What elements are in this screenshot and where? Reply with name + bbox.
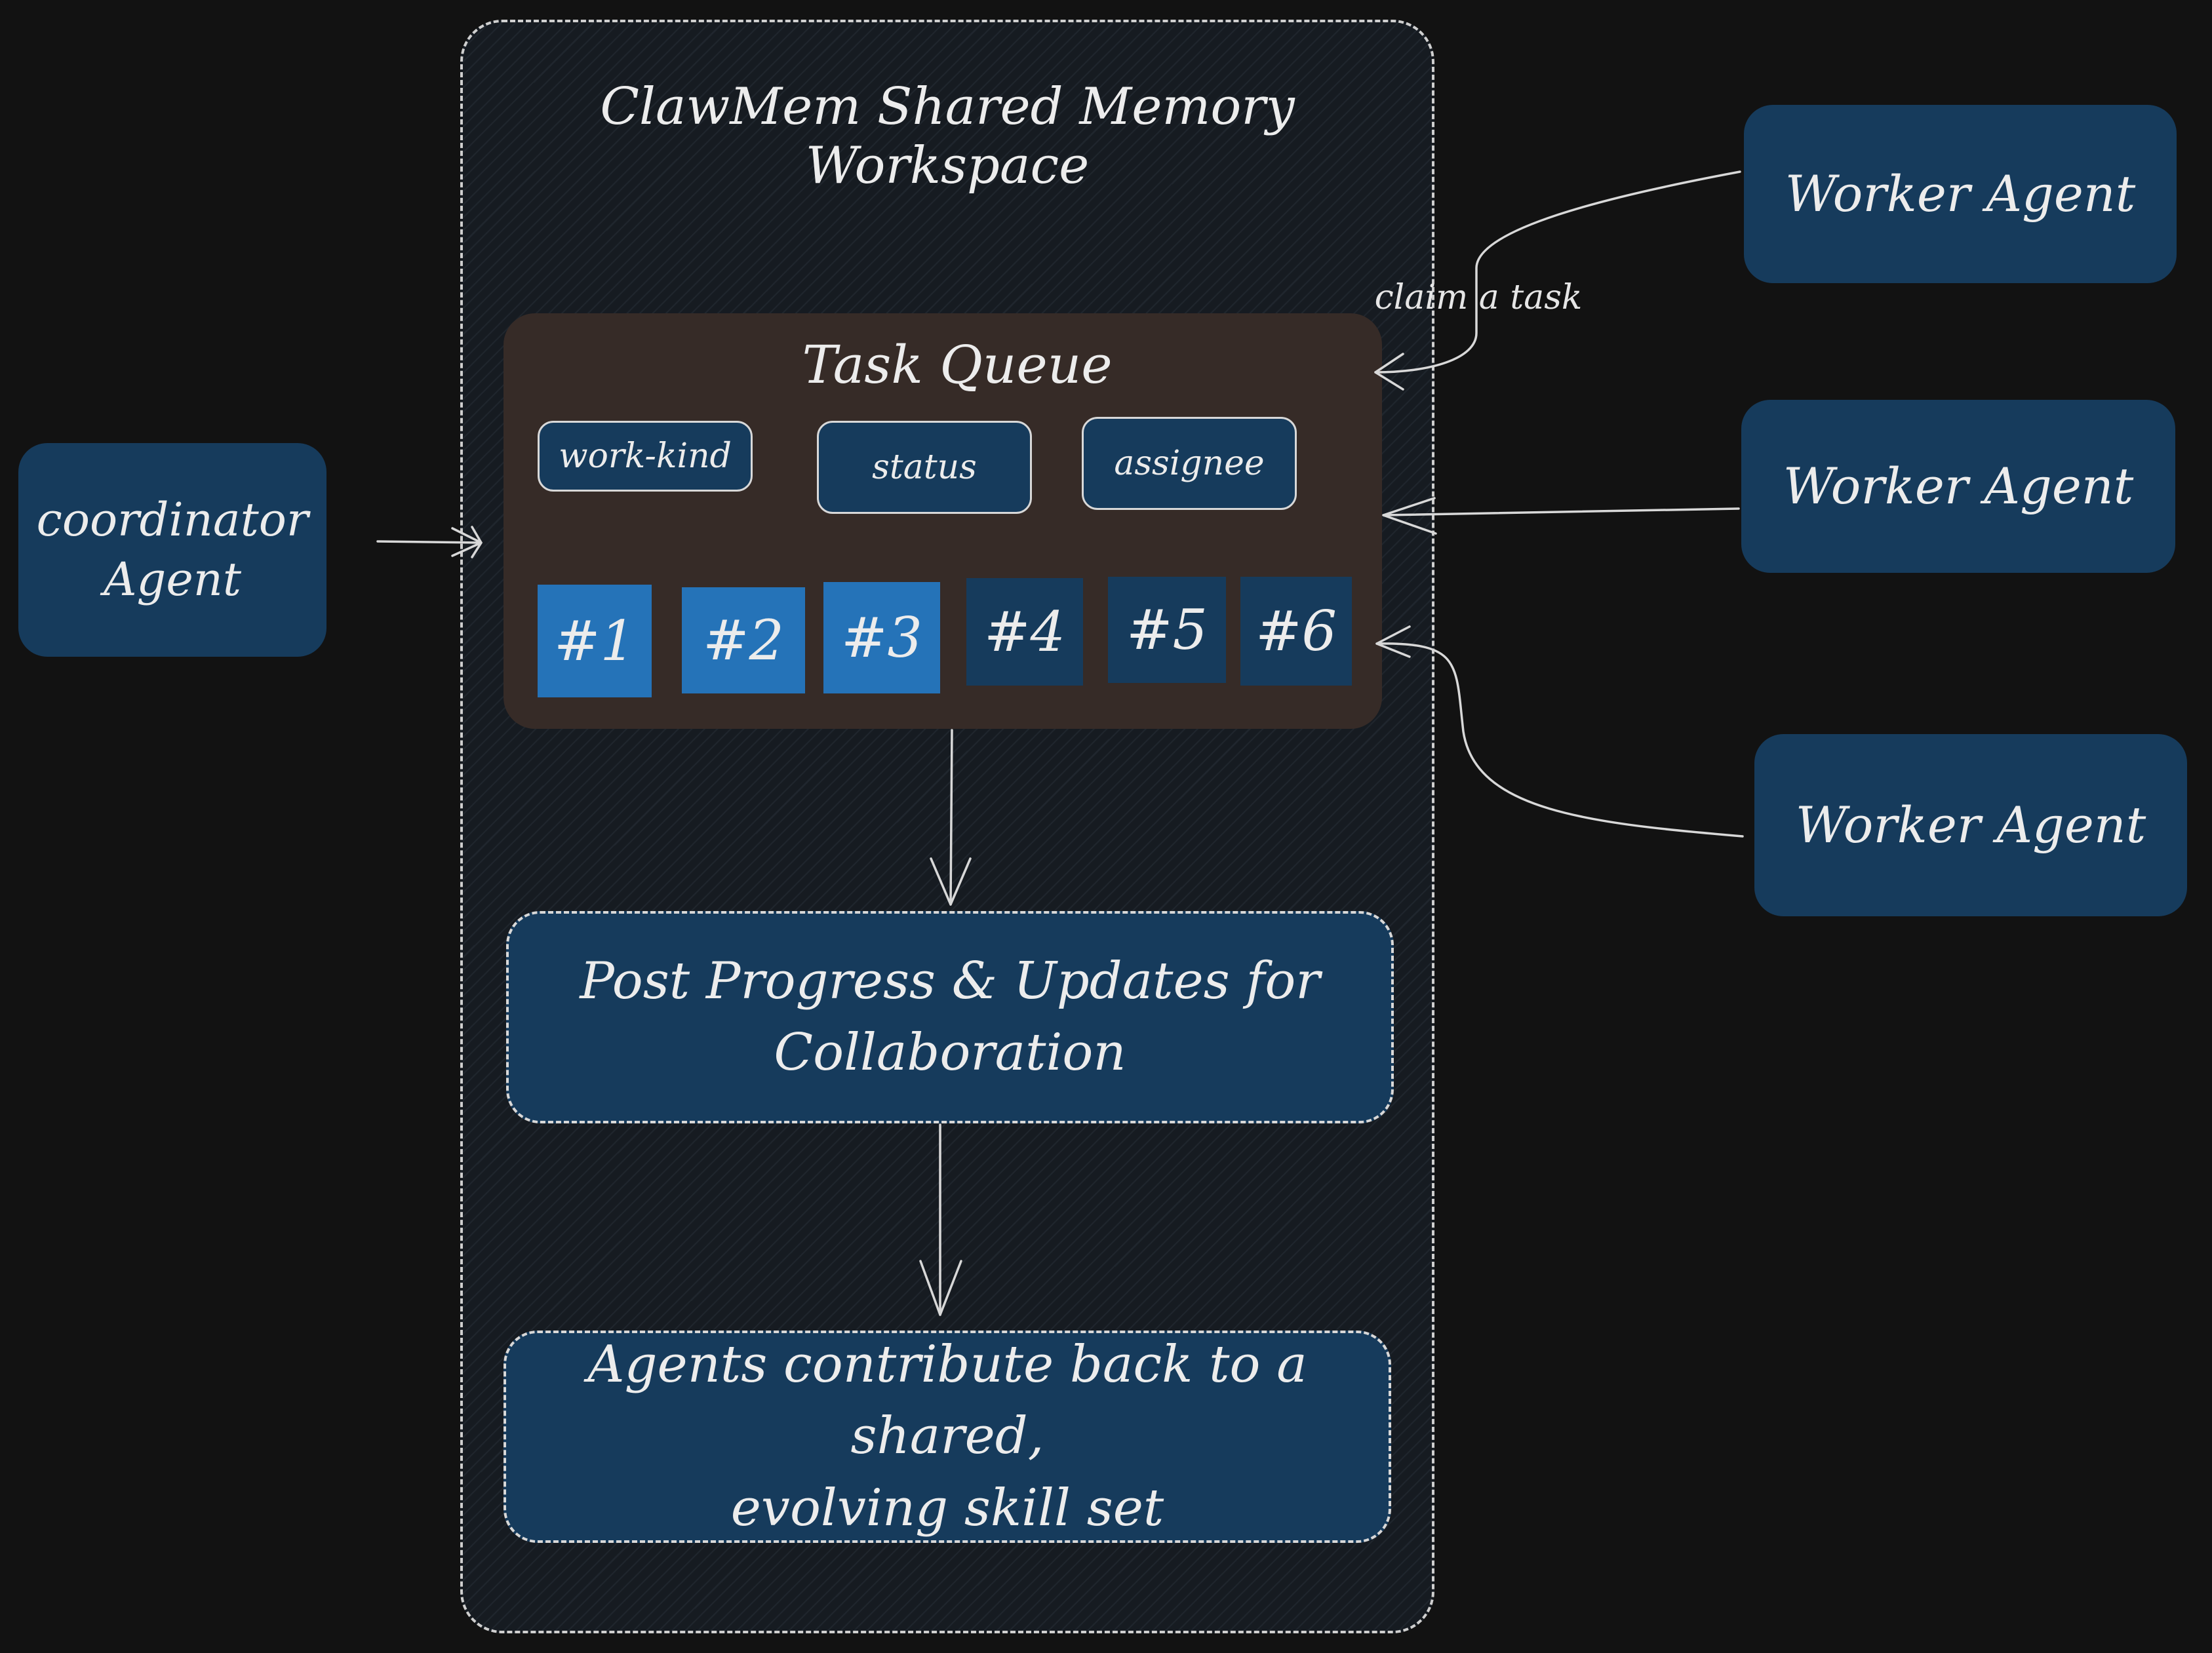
task-chip-1[interactable]: #1 (538, 585, 652, 697)
field-assignee[interactable]: assignee (1082, 417, 1297, 510)
task-chip-1-label: #1 (554, 609, 635, 673)
task-chip-6[interactable]: #6 (1240, 577, 1352, 686)
progress-updates-panel: Post Progress & Updates for Collaboratio… (506, 911, 1394, 1123)
task-chip-3-label: #3 (841, 606, 922, 670)
field-assignee-label: assignee (1114, 444, 1265, 483)
worker-agent-label-1: Worker Agent (1785, 164, 2136, 223)
progress-panel-line-2: Collaboration (774, 1023, 1126, 1082)
field-status-label: status (872, 448, 977, 487)
task-chip-5[interactable]: #5 (1108, 577, 1226, 683)
task-chip-2-label: #2 (703, 608, 784, 672)
task-chip-3[interactable]: #3 (823, 582, 940, 693)
field-work-kind-label: work-kind (559, 437, 732, 476)
workspace-title: ClawMem Shared Memory Workspace (600, 77, 1295, 195)
task-chip-4[interactable]: #4 (966, 578, 1083, 686)
worker-agent-label-2: Worker Agent (1783, 456, 2134, 515)
worker-agent-node-2[interactable]: Worker Agent (1741, 400, 2175, 573)
arrow-worker2-to-queue (1382, 507, 1740, 516)
progress-panel-line-1: Post Progress & Updates for (580, 951, 1320, 1011)
task-chip-5-label: #5 (1126, 598, 1208, 662)
task-queue-title: Task Queue (802, 334, 1113, 395)
task-chip-2[interactable]: #2 (682, 587, 805, 693)
task-chip-4-label: #4 (984, 600, 1065, 664)
coordinator-agent-node[interactable]: coordinator Agent (18, 443, 326, 657)
field-status[interactable]: status (817, 421, 1032, 514)
skills-panel-line-2: evolving skill set (730, 1478, 1164, 1538)
shared-skill-set-panel: Agents contribute back to a shared, evol… (504, 1331, 1391, 1543)
coordinator-label-line-2: Agent (103, 553, 241, 606)
worker-agent-node-1[interactable]: Worker Agent (1744, 105, 2177, 283)
claim-task-label: claim a task (1374, 278, 1583, 317)
worker-agent-node-3[interactable]: Worker Agent (1754, 734, 2187, 916)
skills-panel-line-1: Agents contribute back to a shared, (587, 1335, 1307, 1466)
coordinator-label-line-1: coordinator (36, 493, 309, 547)
field-work-kind[interactable]: work-kind (538, 421, 753, 492)
task-chip-6-label: #6 (1255, 599, 1337, 663)
worker-agent-label-3: Worker Agent (1795, 795, 2146, 854)
